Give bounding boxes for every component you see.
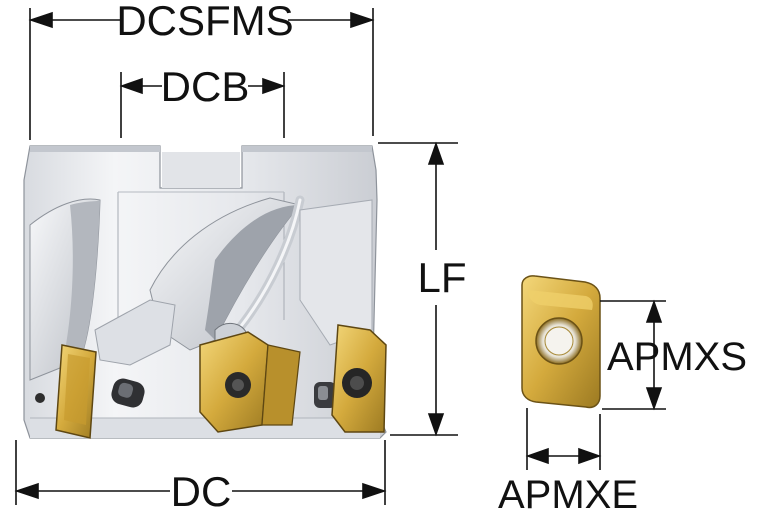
insert-center [199, 331, 301, 433]
cutter-top-band-right [242, 146, 372, 152]
arrow-dcb-left [119, 77, 143, 95]
label-dcb: DCB [161, 63, 250, 110]
arrow-dcsfms-right [350, 11, 375, 29]
left-flute-shadow [62, 200, 100, 366]
lower-relief [94, 299, 176, 366]
keyway-slot [162, 152, 240, 188]
insert-detail [521, 275, 601, 409]
arrow-apmxe-right [578, 447, 602, 465]
arrow-apmxs-top [645, 299, 663, 323]
center-flute-dark [205, 205, 300, 340]
arrow-apmxs-bottom [645, 387, 663, 411]
cutter-top-band [30, 146, 160, 152]
cutter-body [23, 145, 387, 439]
label-lf: LF [417, 254, 466, 301]
insert-right [331, 324, 387, 433]
label-dc: DC [171, 468, 232, 515]
insert-left [55, 344, 97, 439]
label-apmxs: APMXS [607, 335, 747, 379]
arrow-dcsfms-left [28, 11, 53, 29]
clamp-bolt-left [111, 378, 145, 408]
arrow-dcb-right [262, 77, 286, 95]
coolant-pipe-highlight [236, 198, 302, 332]
arrow-dc-right [362, 482, 387, 500]
arrow-lf-top [427, 141, 445, 165]
clamp-bolt-right [314, 382, 336, 408]
dimension-lines [14, 8, 666, 505]
label-dcsfms: DCSFMS [116, 0, 293, 44]
label-apmxe: APMXE [498, 473, 638, 517]
side-bolt-hole [35, 393, 45, 403]
arrow-dc-left [14, 482, 39, 500]
arrow-lf-bottom [427, 413, 445, 437]
insert-detail-chipbreaker [528, 290, 593, 310]
arrow-apmxe-left [525, 447, 549, 465]
